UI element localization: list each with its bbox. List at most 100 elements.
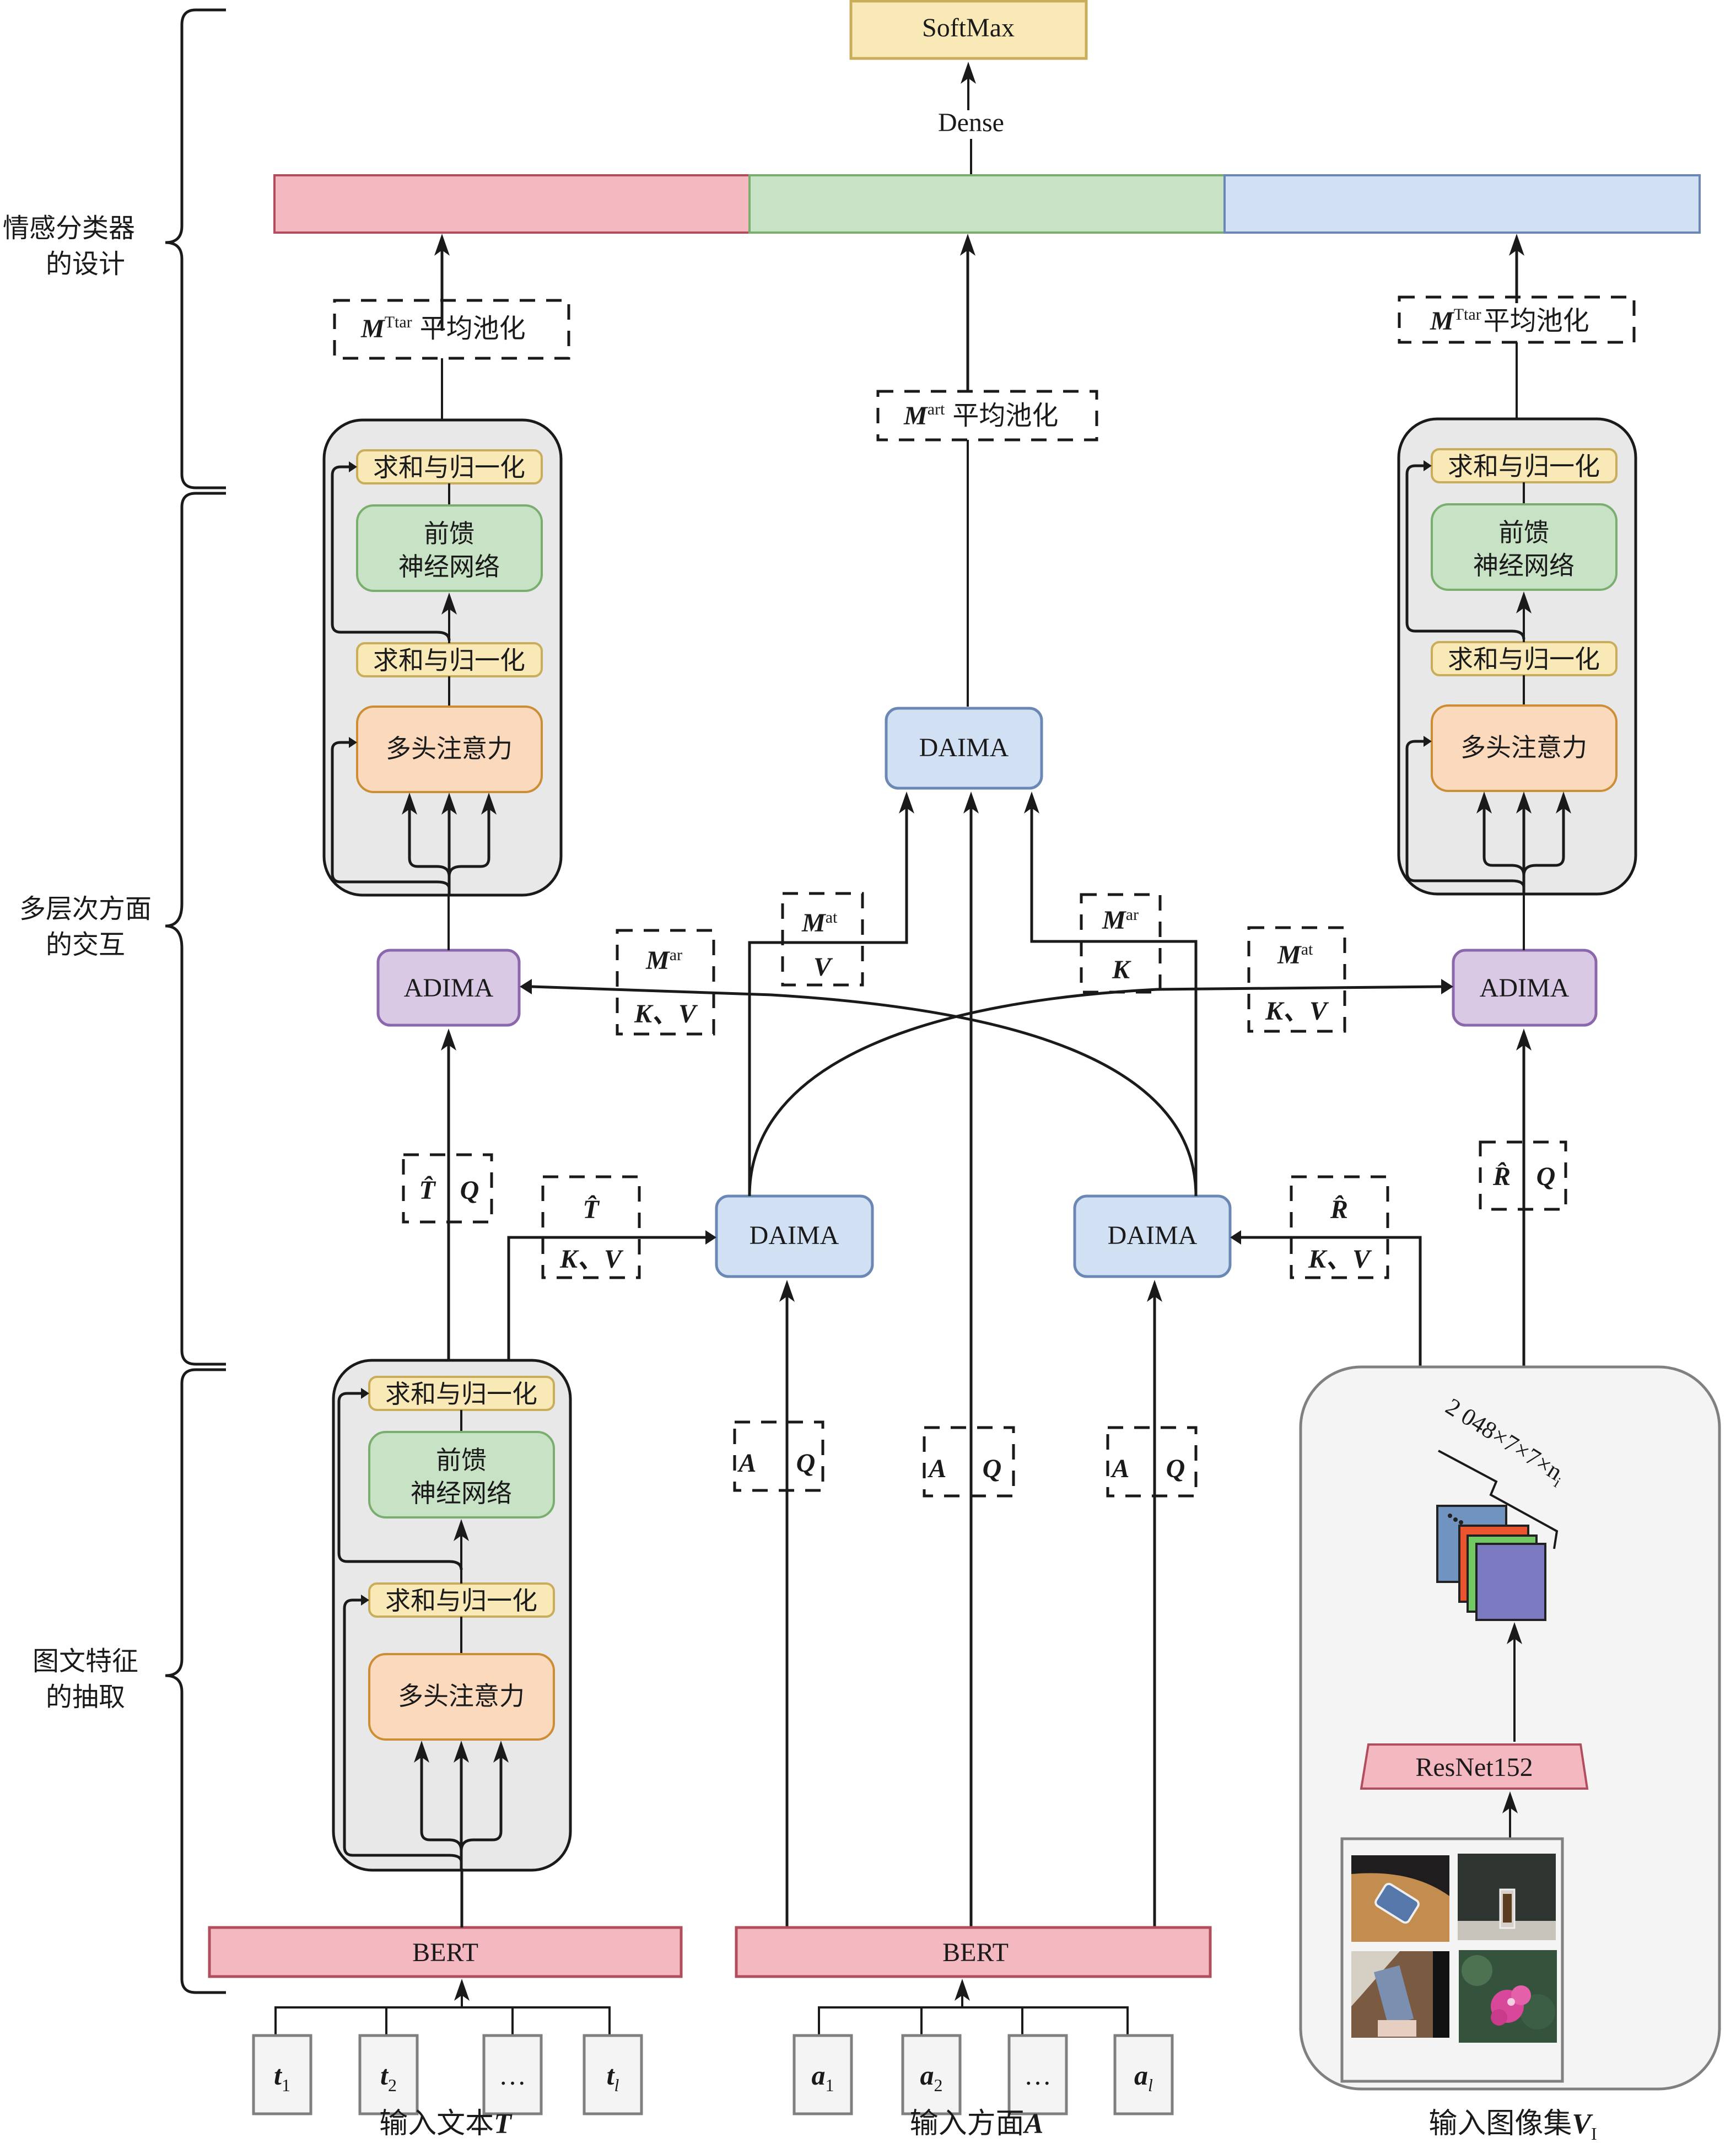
pooling-right-symbol: M bbox=[1430, 306, 1455, 336]
caption-input-text: 输入文本T bbox=[379, 2107, 513, 2140]
svg-text:Q: Q bbox=[1536, 1162, 1556, 1191]
pooling-left-text: 平均池化 bbox=[420, 313, 526, 344]
label-t-hat-q: T̂ Q bbox=[402, 1153, 493, 1224]
svg-text:Q: Q bbox=[1166, 1454, 1185, 1483]
pooling-center-sup: art bbox=[928, 400, 945, 418]
token-box bbox=[482, 2034, 543, 2115]
ffn-box bbox=[368, 1431, 555, 1519]
svg-text:T̂: T̂ bbox=[419, 1175, 436, 1205]
mha-box bbox=[356, 706, 543, 793]
transformer-block-upper-left: 求和与归一化 前馈 神经网络 求和与归一化 多头注意力 bbox=[322, 418, 563, 897]
adima-right-label: ADIMA bbox=[1480, 973, 1570, 1003]
token-label: a1 bbox=[812, 2060, 834, 2095]
svg-text:K: K bbox=[1112, 955, 1131, 984]
daima-top-box bbox=[885, 707, 1043, 790]
caption-input-image: 输入图像集VI bbox=[1428, 2107, 1597, 2143]
svg-text:K、V: K、V bbox=[634, 999, 698, 1029]
label-t-hat-kv: T̂ K、V bbox=[541, 1175, 641, 1279]
mha-box bbox=[368, 1653, 555, 1741]
token-box bbox=[1113, 2034, 1174, 2115]
svg-text:A⃗: A⃗ bbox=[1110, 1454, 1150, 1483]
add-norm-bottom-label: 求和与归一化 bbox=[373, 645, 525, 675]
ffn-label-line2: 神经网络 bbox=[411, 1478, 512, 1508]
token-label: a2 bbox=[920, 2060, 943, 2095]
pooling-center-symbol: M bbox=[903, 401, 929, 430]
label-a-vec-q-center: A⃗ Q bbox=[923, 1426, 1015, 1498]
pooling-left-symbol: M bbox=[360, 314, 386, 343]
softmax-box bbox=[849, 0, 1088, 60]
mha-label: 多头注意力 bbox=[386, 734, 513, 763]
ffn-box bbox=[1431, 503, 1618, 591]
token-label: … bbox=[499, 2060, 526, 2091]
label-m-at-v: Mat V bbox=[781, 892, 864, 987]
section-label-interaction-line2: 的交互 bbox=[46, 929, 125, 960]
svg-text:Mar: Mar bbox=[645, 946, 682, 975]
add-norm-bottom-label: 求和与归一化 bbox=[1448, 644, 1600, 674]
section-label-interaction-line1: 多层次方面 bbox=[19, 893, 152, 924]
token-box bbox=[252, 2034, 312, 2115]
svg-text:K、V: K、V bbox=[1265, 997, 1329, 1026]
ffn-label-line2: 神经网络 bbox=[1473, 551, 1575, 580]
thumbnail-phone-on-stand bbox=[1458, 1854, 1556, 1940]
svg-text:R̂: R̂ bbox=[1330, 1194, 1348, 1224]
token-box bbox=[358, 2034, 419, 2115]
daima-right-label: DAIMA bbox=[1108, 1221, 1198, 1250]
token-label: … bbox=[1024, 2060, 1052, 2091]
token-box bbox=[901, 2034, 962, 2115]
label-a-vec-q-right: A⃗ Q bbox=[1106, 1426, 1198, 1498]
label-a-vec-q-left: A⃗ Q bbox=[733, 1420, 824, 1492]
svg-text:Q: Q bbox=[983, 1454, 1002, 1483]
daima-left-box bbox=[715, 1194, 874, 1278]
transformer-block-upper-right: 求和与归一化 前馈 神经网络 求和与归一化 多头注意力 bbox=[1397, 417, 1637, 896]
label-r-hat-kv: R̂ K、V bbox=[1290, 1175, 1389, 1279]
add-norm-top-label: 求和与归一化 bbox=[373, 453, 525, 482]
token-box bbox=[1007, 2034, 1068, 2115]
pooling-right: MTtar平均池化 bbox=[1398, 295, 1636, 344]
concat-image-segment bbox=[1223, 174, 1701, 234]
section-label-classifier-line2: 的设计 bbox=[46, 249, 125, 279]
concat-aspect-segment bbox=[748, 174, 1226, 234]
section-brace-extraction bbox=[165, 1368, 226, 1994]
section-brace-interaction bbox=[165, 492, 226, 1366]
caption-input-aspect: 输入方面A bbox=[910, 2107, 1044, 2140]
token-label: tl bbox=[607, 2060, 619, 2095]
ffn-label-line1: 前馈 bbox=[1498, 518, 1549, 547]
bert-aspect-label: BERT bbox=[942, 1938, 1009, 1967]
thumbnail-hand-holding-phone bbox=[1351, 1951, 1449, 2038]
token-box bbox=[583, 2034, 643, 2115]
image-grid bbox=[1340, 1837, 1564, 2083]
ffn-label-line2: 神经网络 bbox=[398, 552, 500, 581]
daima-left-label: DAIMA bbox=[750, 1221, 839, 1250]
svg-text:K、V: K、V bbox=[1308, 1245, 1372, 1274]
daima-right-box bbox=[1073, 1194, 1232, 1278]
svg-text:V: V bbox=[813, 952, 833, 982]
svg-text:Q: Q bbox=[796, 1449, 816, 1478]
svg-text:Mat: Mat bbox=[1277, 940, 1313, 970]
add-norm-top-label: 求和与归一化 bbox=[1448, 451, 1600, 481]
resnet-label: ResNet152 bbox=[1415, 1753, 1533, 1782]
svg-text:Q: Q bbox=[460, 1176, 479, 1205]
dense-label: Dense bbox=[938, 108, 1004, 137]
bert-aspect-box bbox=[735, 1926, 1212, 1978]
token-label: t1 bbox=[274, 2060, 290, 2095]
label-r-hat-q: R̂ Q bbox=[1479, 1140, 1567, 1211]
thumbnail-phone-on-table bbox=[1351, 1855, 1449, 1942]
softmax-label: SoftMax bbox=[922, 13, 1015, 42]
adima-left-label: ADIMA bbox=[404, 973, 494, 1003]
token-label: t2 bbox=[380, 2060, 397, 2095]
svg-text:A⃗: A⃗ bbox=[737, 1449, 777, 1478]
mha-label: 多头注意力 bbox=[1460, 733, 1587, 762]
token-box bbox=[792, 2034, 853, 2115]
bert-text-label: BERT bbox=[412, 1938, 478, 1967]
mha-box bbox=[1431, 704, 1618, 792]
ffn-box bbox=[356, 504, 543, 592]
pooling-right-sup: Ttar bbox=[1454, 305, 1481, 324]
svg-text:R̂: R̂ bbox=[1492, 1161, 1511, 1191]
add-norm-top-label: 求和与归一化 bbox=[385, 1379, 537, 1409]
svg-text:A⃗: A⃗ bbox=[927, 1454, 967, 1483]
pooling-right-text: 平均池化 bbox=[1484, 305, 1589, 336]
